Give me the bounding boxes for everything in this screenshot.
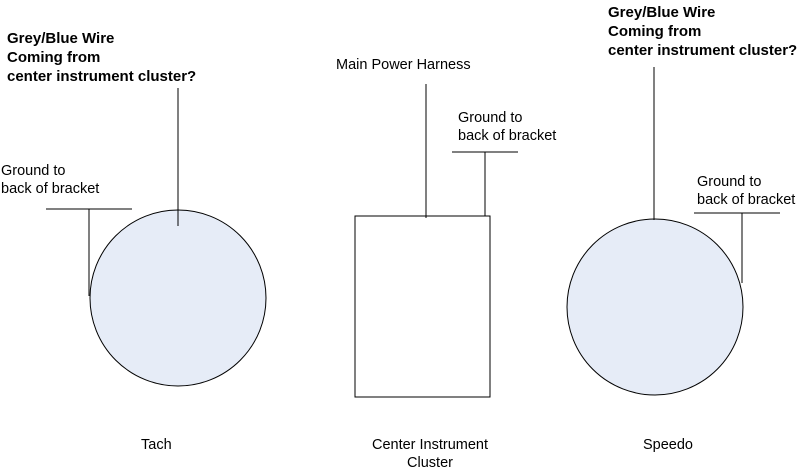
speedo-ground-label: Ground to back of bracket	[697, 174, 796, 208]
speedo-wire-label: Grey/Blue Wire Coming from center instru…	[608, 4, 798, 59]
harness-label: Main Power Harness	[336, 57, 471, 73]
center-cluster-box	[354, 215, 491, 398]
center-cluster-name-label: Center Instrument Cluster	[371, 437, 489, 471]
speedo-gauge-circle	[566, 218, 744, 396]
center-ground-label: Ground to back of bracket	[458, 110, 557, 144]
tach-name-label: Tach	[141, 437, 172, 453]
tach-gauge-circle	[89, 209, 267, 387]
tach-wire-label: Grey/Blue Wire Coming from center instru…	[7, 30, 197, 85]
tach-ground-label: Ground to back of bracket	[1, 163, 100, 197]
speedo-name-label: Speedo	[643, 437, 693, 453]
